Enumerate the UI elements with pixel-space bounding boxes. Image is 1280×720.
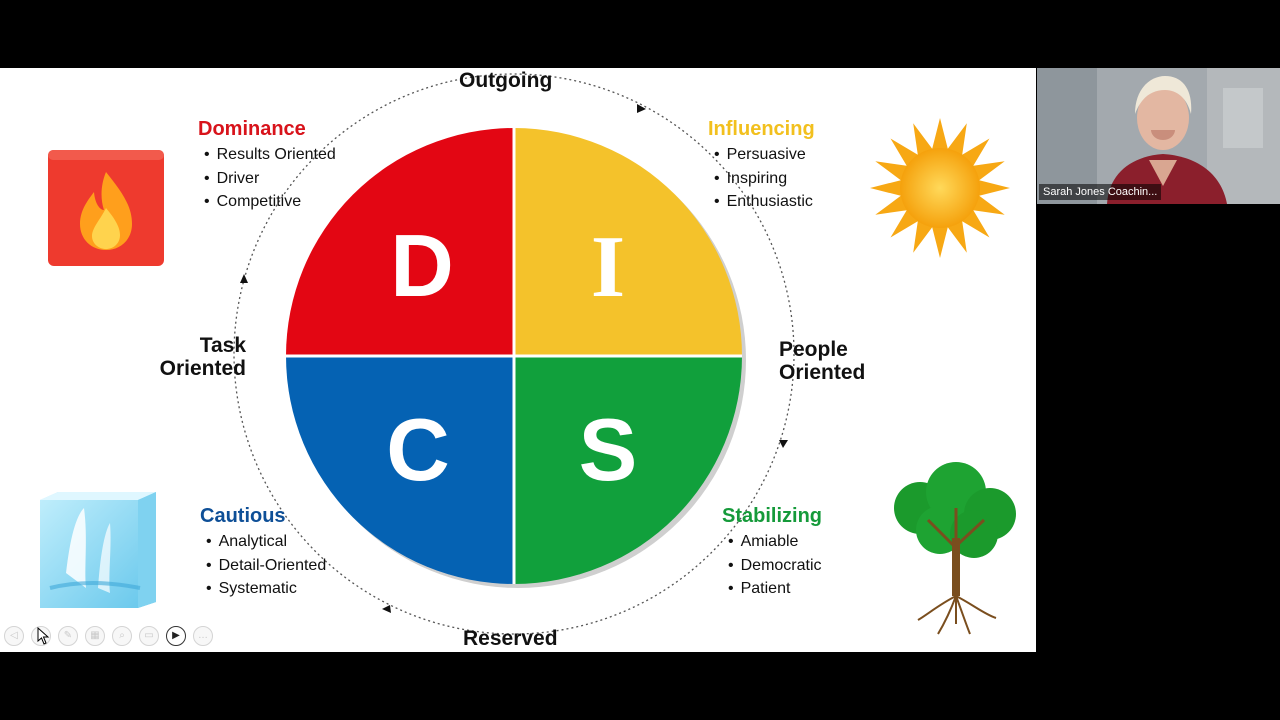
- zoom-icon[interactable]: ⌕: [112, 626, 132, 646]
- quadrant-i: [514, 128, 742, 356]
- list-item: Democratic: [728, 554, 822, 578]
- axis-label-reserved: Reserved: [463, 627, 558, 650]
- influencing-title: Influencing: [708, 118, 815, 140]
- orbit-arrow: [382, 605, 391, 613]
- list-item: Patient: [728, 577, 822, 601]
- orbit-arrow: [779, 440, 788, 448]
- cautious-block: Cautious Analytical Detail-Oriented Syst…: [200, 504, 326, 601]
- list-item: Detail-Oriented: [206, 554, 327, 578]
- sun-icon: [870, 118, 1010, 258]
- stabilizing-title: Stabilizing: [722, 505, 822, 527]
- dominance-title: Dominance: [198, 118, 306, 140]
- pen-tool-icon[interactable]: ✎: [58, 626, 78, 646]
- previous-slide-icon[interactable]: ◁: [4, 626, 24, 646]
- participant-video-tile[interactable]: Sarah Jones Coachin...: [1037, 68, 1280, 204]
- list-item: Amiable: [728, 530, 822, 554]
- list-item: Results Oriented: [204, 143, 336, 167]
- dominance-traits: Results Oriented Driver Competitive: [204, 143, 336, 214]
- sun-disc: [900, 148, 980, 228]
- list-item: Systematic: [206, 577, 326, 601]
- list-item: Persuasive: [714, 143, 815, 167]
- quadrant-letter-d: D: [390, 216, 454, 315]
- presentation-slide: D I C S: [0, 68, 1036, 652]
- camera-icon[interactable]: ▶: [166, 626, 186, 646]
- list-item: Competitive: [204, 190, 336, 214]
- quadrant-c: [286, 356, 514, 584]
- cautious-traits: Analytical Detail-Oriented Systematic: [206, 530, 327, 601]
- orbit-arrow: [240, 274, 248, 283]
- slides-grid-icon[interactable]: ▦: [85, 626, 105, 646]
- more-options-icon[interactable]: …: [193, 626, 213, 646]
- quadrant-s: [514, 356, 742, 584]
- orbit-dashed-circle: [233, 73, 795, 635]
- list-item: Driver: [204, 167, 336, 191]
- influencing-traits: Persuasive Inspiring Enthusiastic: [714, 143, 815, 214]
- list-item: Analytical: [206, 530, 326, 554]
- subtitles-icon[interactable]: ▭: [139, 626, 159, 646]
- quadrant-letter-i: I: [591, 219, 625, 316]
- ice-cube-icon: [40, 492, 156, 608]
- fire-icon: [48, 150, 164, 266]
- axis-label-task-oriented: Task Oriented: [159, 334, 246, 380]
- quadrant-d: [286, 128, 514, 356]
- list-item: Enthusiastic: [714, 190, 815, 214]
- participant-name: Sarah Jones Coachin...: [1039, 184, 1162, 200]
- disc-diagram: D I C S: [40, 73, 1016, 635]
- list-item: Inspiring: [714, 167, 815, 191]
- dominance-block: Dominance Results Oriented Driver Compet…: [198, 117, 336, 214]
- stabilizing-traits: Amiable Democratic Patient: [728, 530, 822, 601]
- stabilizing-block: Stabilizing Amiable Democratic Patient: [722, 504, 822, 601]
- cautious-title: Cautious: [200, 505, 286, 527]
- axis-label-people-oriented: People Oriented: [779, 338, 866, 384]
- tree-icon: [894, 462, 1016, 635]
- mouse-cursor-icon: [37, 627, 50, 645]
- slideshow-toolbar: ◁↖✎▦⌕▭▶…: [4, 626, 213, 648]
- quadrant-letter-s: S: [579, 400, 638, 499]
- quadrant-letter-c: C: [386, 400, 450, 499]
- orbit-arrow: [637, 104, 646, 113]
- influencing-block: Influencing Persuasive Inspiring Enthusi…: [708, 117, 815, 214]
- axis-label-outgoing: Outgoing: [459, 69, 553, 92]
